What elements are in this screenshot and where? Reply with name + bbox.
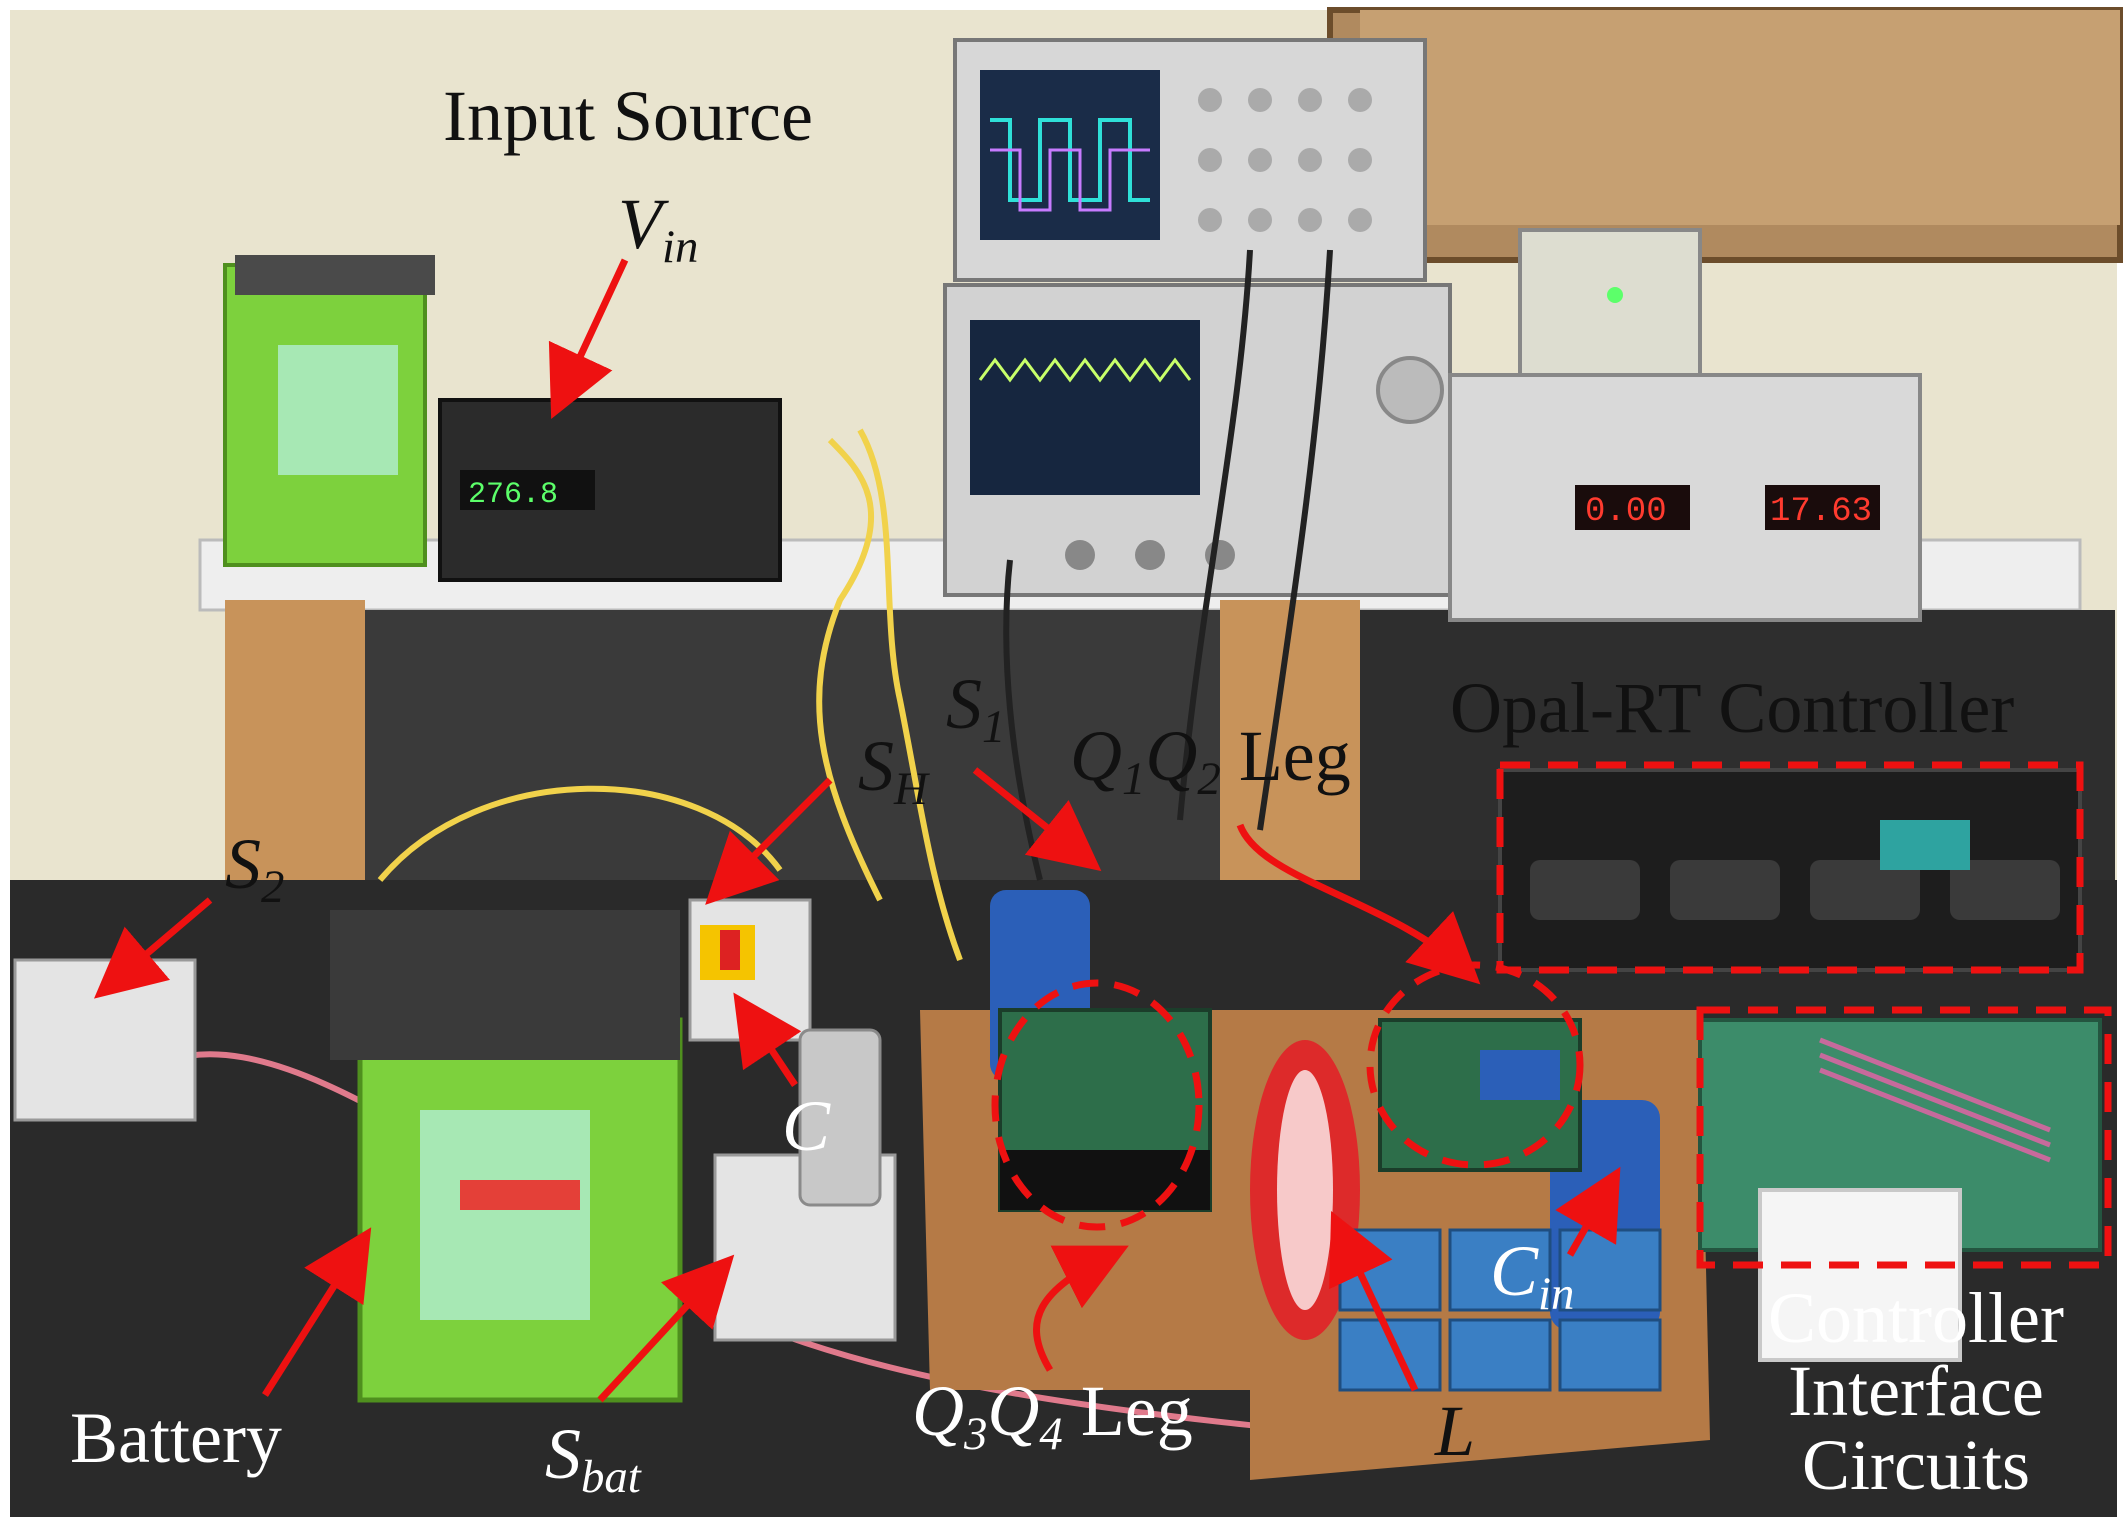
arrow-cin	[1555, 1166, 1621, 1257]
arrow-l	[1329, 1210, 1419, 1392]
controller-interface-circuits-label: Controller Interface Circuits	[1768, 1278, 2064, 1505]
arrow-s1	[972, 767, 1102, 872]
shelf-leg-right	[1220, 600, 1360, 900]
dc-supply-readout: 276.8	[468, 478, 558, 512]
s1-label: S1	[946, 664, 1006, 754]
c-label: C	[782, 1086, 831, 1166]
arrow-s2	[93, 897, 213, 999]
capacitor-c	[798, 1028, 882, 1207]
arrow-q1q2	[1236, 823, 1481, 985]
interface-dashed-box	[1696, 1006, 2112, 1269]
arrow-c	[733, 992, 802, 1087]
sbat-label: Sbat	[545, 1414, 641, 1504]
q3q4-leg-label: Q3Q4 Leg	[912, 1371, 1193, 1461]
opal-rt-controller-label: Opal-RT Controller	[1450, 668, 2015, 748]
q3q4-dashed-ellipse	[991, 979, 1203, 1231]
sh-label: SH	[858, 726, 928, 816]
cin-label: Cin	[1490, 1231, 1575, 1321]
arrow-battery	[262, 1227, 372, 1397]
meter-left-readout: 0.00	[1585, 493, 1667, 531]
arrow-vin	[548, 258, 629, 420]
q1q2-leg-label: Q1Q2 Leg	[1070, 716, 1351, 806]
l-label: L	[1435, 1391, 1476, 1471]
shelf-leg-left	[225, 600, 365, 900]
meter-right-readout: 17.63	[1770, 493, 1872, 531]
vin-label: Vin	[618, 184, 699, 274]
input-source-label: Input Source	[443, 76, 813, 156]
switch-s2	[13, 958, 197, 1122]
battery-label: Battery	[70, 1398, 282, 1478]
arrow-q3q4	[1033, 1245, 1129, 1372]
arrow-sh	[705, 777, 833, 905]
opal-rt-dashed-box	[1496, 761, 2084, 974]
arrow-sbat	[597, 1254, 735, 1403]
s2-label: S2	[225, 824, 285, 914]
